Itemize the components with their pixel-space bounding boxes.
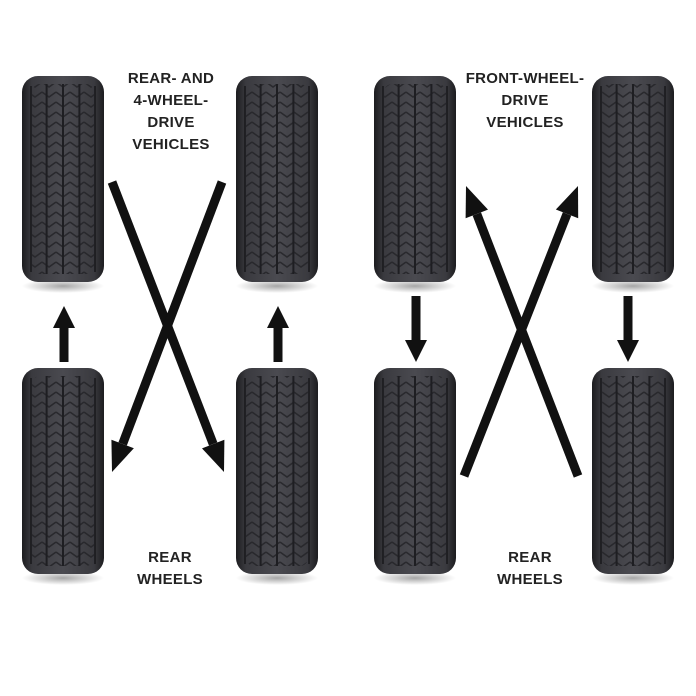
tire-rear-right-diagram2 bbox=[592, 368, 674, 585]
arrow-up-left-diagram1 bbox=[53, 306, 75, 362]
rear-label-line: WHEELS bbox=[137, 571, 203, 588]
arrow-cross-up-right-diagram2 bbox=[459, 186, 579, 478]
tire-rear-left-diagram2 bbox=[374, 368, 456, 585]
tire-front-left-diagram2 bbox=[374, 76, 456, 293]
title-line: VEHICLES bbox=[132, 136, 210, 153]
arrow-down-right-diagram2 bbox=[617, 296, 639, 362]
rear-label-line: WHEELS bbox=[497, 571, 563, 588]
title-line: DRIVE bbox=[147, 114, 195, 131]
arrow-down-left-diagram2 bbox=[405, 296, 427, 362]
tire-rear-right-diagram1 bbox=[236, 368, 318, 585]
tire-front-right-diagram2 bbox=[592, 76, 674, 293]
title-line: 4-WHEEL- bbox=[133, 92, 209, 109]
title-line: DRIVE bbox=[501, 92, 549, 109]
arrow-up-right-diagram1 bbox=[267, 306, 289, 362]
rear-4wd-vehicles-title: REAR- AND 4-WHEEL- DRIVE VEHICLES bbox=[96, 68, 246, 156]
rear-wheels-label-left: REAR WHEELS bbox=[110, 547, 230, 591]
tire-rear-left-diagram1 bbox=[22, 368, 104, 585]
arrow-cross-up-left-diagram2 bbox=[465, 186, 583, 478]
arrow-cross-down-right-diagram1 bbox=[107, 180, 225, 472]
title-line: VEHICLES bbox=[486, 114, 564, 131]
fwd-vehicles-title: FRONT-WHEEL- DRIVE VEHICLES bbox=[440, 68, 610, 134]
tire-front-left-diagram1 bbox=[22, 76, 104, 293]
tire-front-right-diagram1 bbox=[236, 76, 318, 293]
arrow-cross-down-left-diagram1 bbox=[111, 180, 227, 472]
rear-wheels-label-right: REAR WHEELS bbox=[470, 547, 590, 591]
title-line: REAR- AND bbox=[127, 70, 215, 87]
title-line: FRONT-WHEEL- bbox=[465, 70, 585, 87]
rear-label-line: REAR bbox=[148, 549, 192, 566]
rear-label-line: REAR bbox=[508, 549, 552, 566]
